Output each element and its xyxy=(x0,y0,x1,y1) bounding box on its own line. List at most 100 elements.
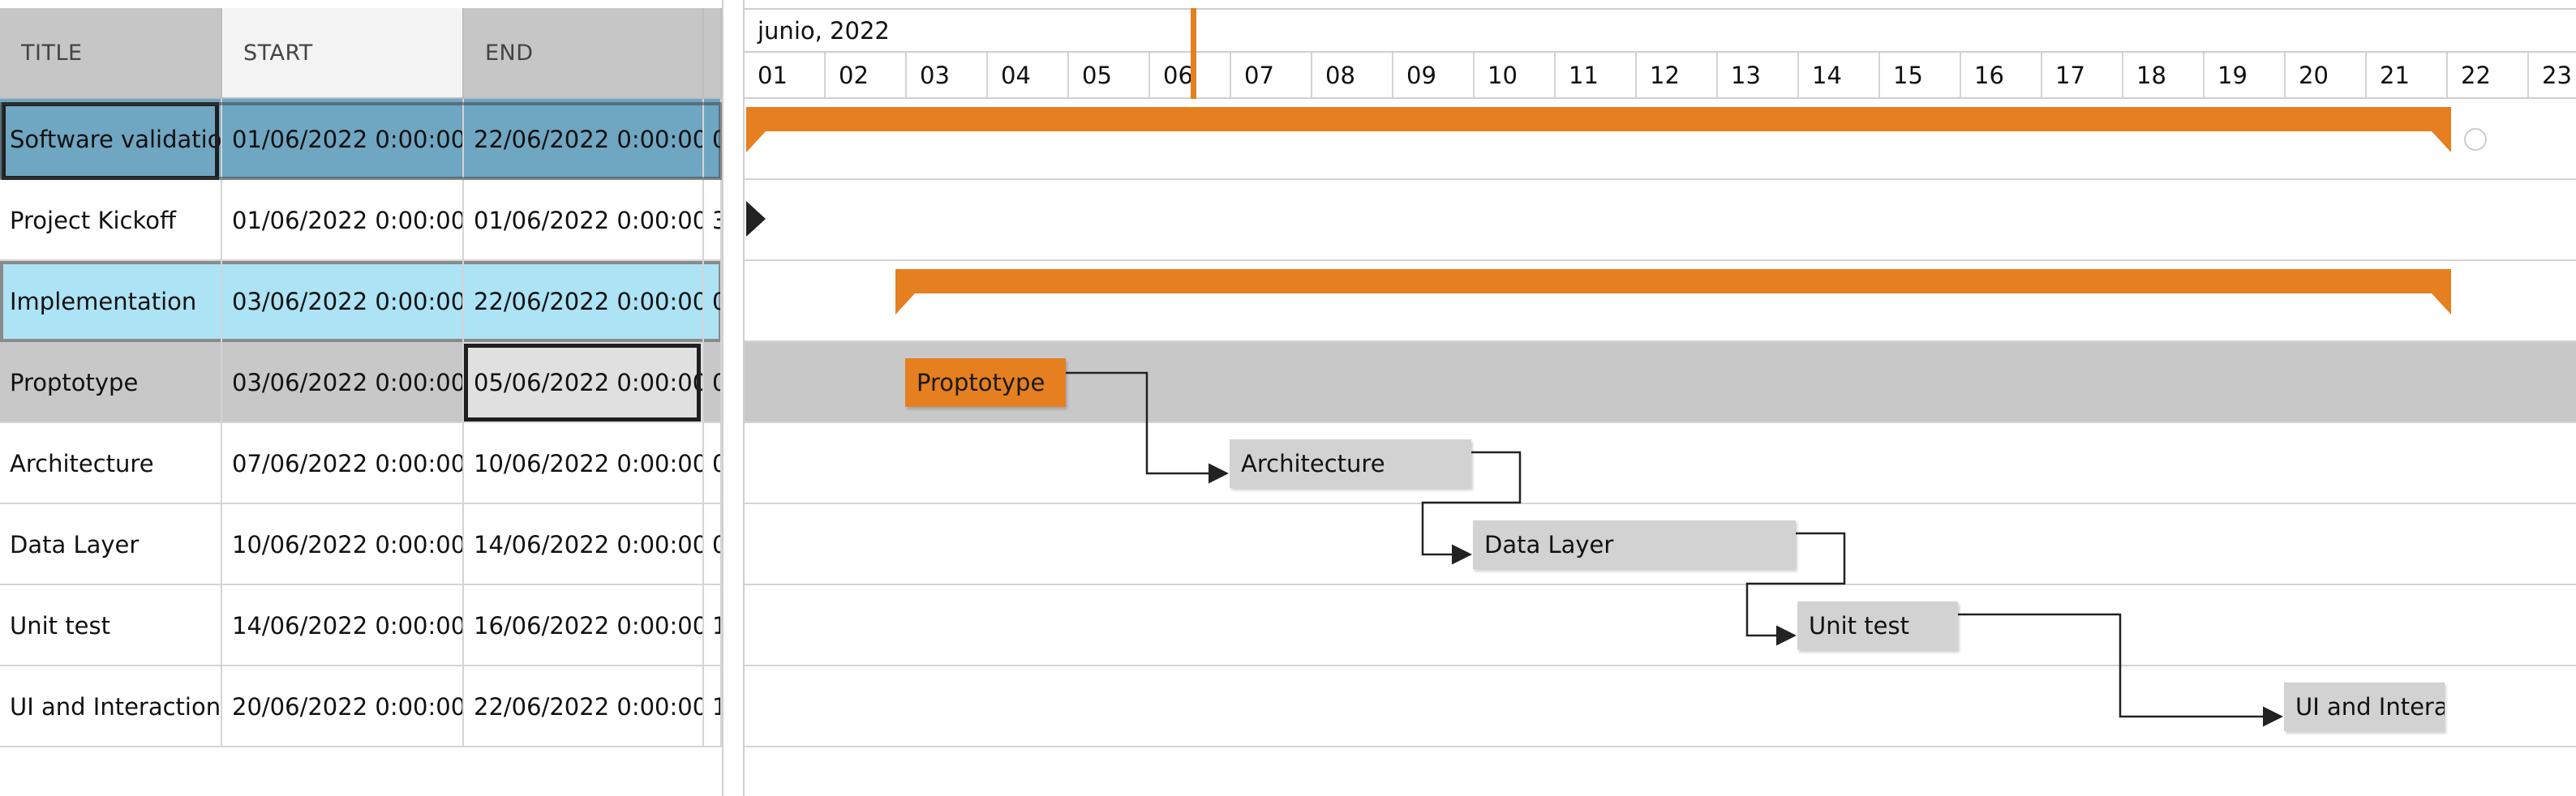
day-header: 01 xyxy=(745,53,826,99)
dependency-arrow xyxy=(1958,613,2283,727)
cell-title[interactable]: Proptotype xyxy=(0,342,222,423)
task-grid: TITLE START END Software validation 01/0… xyxy=(0,0,722,796)
table-row[interactable]: Data Layer 10/06/2022 0:00:00 14/06/2022… xyxy=(0,504,722,585)
column-header-label: TITLE xyxy=(21,40,83,66)
day-header: 22 xyxy=(2448,53,2529,99)
cell-start[interactable]: 01/06/2022 0:00:00 xyxy=(222,99,464,180)
cell-end[interactable]: 22/06/2022 0:00:00 xyxy=(464,99,704,180)
dependency-arrow xyxy=(1421,451,1522,565)
cell-end[interactable]: 01/06/2022 0:00:00 xyxy=(464,180,704,261)
day-header: 23 xyxy=(2529,53,2576,99)
day-header: 13 xyxy=(1718,53,1799,99)
cell-start[interactable]: 10/06/2022 0:00:00 xyxy=(222,504,464,585)
table-row[interactable]: UI and Interaction 20/06/2022 0:00:00 22… xyxy=(0,666,722,747)
summary-bar-implementation[interactable] xyxy=(895,269,2451,315)
task-bar-ui-interaction[interactable]: UI and Interaction xyxy=(2284,683,2445,731)
cell-title[interactable]: UI and Interaction xyxy=(0,666,222,747)
cell-title[interactable]: Unit test xyxy=(0,585,222,666)
day-header: 03 xyxy=(907,53,988,99)
table-row[interactable]: Project Kickoff 01/06/2022 0:00:00 01/06… xyxy=(0,180,722,261)
day-header: 04 xyxy=(988,53,1069,99)
gantt-row xyxy=(745,585,2576,666)
splitter[interactable] xyxy=(722,0,743,796)
today-marker xyxy=(1191,8,1196,99)
gantt-row xyxy=(745,504,2576,585)
gantt-row xyxy=(745,261,2576,342)
day-header: 21 xyxy=(2367,53,2448,99)
cell-end[interactable]: 22/06/2022 0:00:00 xyxy=(464,261,704,342)
cell-end[interactable]: 16/06/2022 0:00:00 xyxy=(464,585,704,666)
month-label: junio, 2022 xyxy=(758,16,890,45)
column-header-label: END xyxy=(485,40,534,66)
connector-handle[interactable] xyxy=(2464,128,2487,151)
day-header: 08 xyxy=(1312,53,1393,99)
dependency-arrow xyxy=(1745,532,1846,646)
cell-extra[interactable]: 0 xyxy=(704,99,722,180)
task-label: Unit test xyxy=(1809,612,1909,640)
task-label: UI and Interaction xyxy=(2295,693,2445,721)
day-header: 20 xyxy=(2286,53,2367,99)
cell-start[interactable]: 01/06/2022 0:00:00 xyxy=(222,180,464,261)
column-header-title[interactable]: TITLE xyxy=(0,8,222,99)
table-row[interactable]: Implementation 03/06/2022 0:00:00 22/06/… xyxy=(0,261,722,342)
cell-extra[interactable]: 0 xyxy=(704,261,722,342)
cell-end[interactable]: 22/06/2022 0:00:00 xyxy=(464,666,704,747)
cell-end[interactable]: 14/06/2022 0:00:00 xyxy=(464,504,704,585)
cell-title[interactable]: Data Layer xyxy=(0,504,222,585)
cell-extra[interactable]: 0 xyxy=(704,504,722,585)
cell-title[interactable]: Implementation xyxy=(0,261,222,342)
column-header-label: START xyxy=(243,40,313,66)
gantt-row xyxy=(745,99,2576,180)
table-row[interactable]: Unit test 14/06/2022 0:00:00 16/06/2022 … xyxy=(0,585,722,666)
cell-start[interactable]: 03/06/2022 0:00:00 xyxy=(222,261,464,342)
cell-end[interactable]: 05/06/2022 0:00:00 xyxy=(464,342,704,423)
milestone-project-kickoff[interactable] xyxy=(746,201,766,237)
gantt-row xyxy=(745,423,2576,504)
day-header: 17 xyxy=(2042,53,2123,99)
cell-extra[interactable]: 1 xyxy=(704,666,722,747)
cell-extra[interactable]: 3 xyxy=(704,180,722,261)
task-bar-data-layer[interactable]: Data Layer xyxy=(1473,520,1796,569)
task-bar-proptotype[interactable]: Proptotype xyxy=(905,358,1066,407)
dependency-arrow xyxy=(1066,371,1229,484)
month-header: junio, 2022 xyxy=(745,8,2576,53)
column-header-end[interactable]: END xyxy=(464,8,704,99)
day-header: 12 xyxy=(1637,53,1718,99)
gantt-timeline: junio, 2022 01 02 03 04 05 06 07 08 09 1… xyxy=(743,0,2576,796)
cell-end[interactable]: 10/06/2022 0:00:00 xyxy=(464,423,704,504)
dependency-lines xyxy=(1066,371,2283,727)
task-bar-unit-test[interactable]: Unit test xyxy=(1797,601,1958,650)
day-header: 07 xyxy=(1231,53,1312,99)
cell-title[interactable]: Project Kickoff xyxy=(0,180,222,261)
day-header: 10 xyxy=(1475,53,1556,99)
cell-extra[interactable]: 0 xyxy=(704,423,722,504)
table-row[interactable]: Proptotype 03/06/2022 0:00:00 05/06/2022… xyxy=(0,342,722,423)
day-header: 09 xyxy=(1393,53,1475,99)
day-header: 02 xyxy=(826,53,907,99)
cell-start[interactable]: 03/06/2022 0:00:00 xyxy=(222,342,464,423)
day-header: 14 xyxy=(1799,53,1880,99)
day-header: 11 xyxy=(1556,53,1637,99)
task-bar-architecture[interactable]: Architecture xyxy=(1230,439,1471,488)
task-label: Data Layer xyxy=(1484,531,1614,558)
cell-start[interactable]: 07/06/2022 0:00:00 xyxy=(222,423,464,504)
day-header: 05 xyxy=(1069,53,1150,99)
table-row[interactable]: Architecture 07/06/2022 0:00:00 10/06/20… xyxy=(0,423,722,504)
column-header-extra[interactable] xyxy=(704,8,722,99)
day-header: 18 xyxy=(2123,53,2205,99)
cell-start[interactable]: 14/06/2022 0:00:00 xyxy=(222,585,464,666)
gantt-row xyxy=(745,666,2576,747)
task-label: Architecture xyxy=(1241,450,1385,477)
table-row[interactable]: Software validation 01/06/2022 0:00:00 2… xyxy=(0,99,722,180)
column-header-start[interactable]: START xyxy=(222,8,464,99)
summary-bar-software-validation[interactable] xyxy=(746,107,2451,152)
cell-title[interactable]: Architecture xyxy=(0,423,222,504)
cell-extra[interactable]: 1 xyxy=(704,585,722,666)
gantt-row xyxy=(745,180,2576,261)
task-label: Proptotype xyxy=(917,369,1045,396)
cell-extra[interactable]: 0 xyxy=(704,342,722,423)
day-header: 19 xyxy=(2205,53,2286,99)
cell-start[interactable]: 20/06/2022 0:00:00 xyxy=(222,666,464,747)
cell-title[interactable]: Software validation xyxy=(0,99,222,180)
day-header: 15 xyxy=(1880,53,1961,99)
